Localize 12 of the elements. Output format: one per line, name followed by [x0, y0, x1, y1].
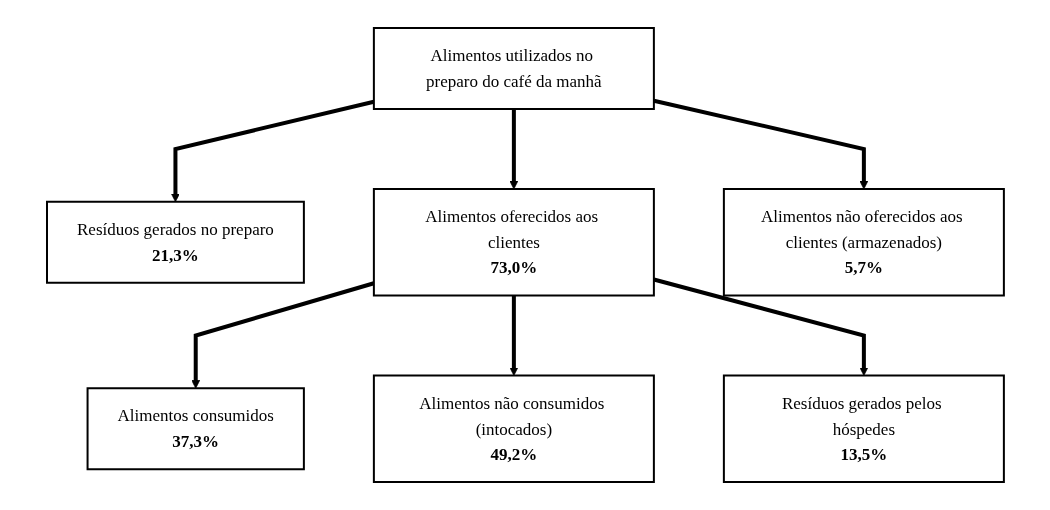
node-box: Alimentos não oferecidos aos clientes (armazenados) 5,7% — [722, 188, 1005, 297]
node-box: Resíduos gerados pelos hóspedes 13,5% — [722, 374, 1005, 483]
node-box: Alimentos consumidos 37,3% — [86, 387, 305, 471]
node-box: Alimentos utilizados no preparo do café da manhã — [372, 27, 655, 110]
node-box: Alimentos oferecidos aos clientes 73,0% — [372, 188, 655, 297]
arrow — [190, 281, 374, 389]
node-box: Resíduos gerados no preparo 21,3% — [45, 200, 305, 284]
arrow — [170, 99, 374, 203]
arrow — [509, 295, 518, 376]
arrow — [653, 98, 868, 190]
node-box: Alimentos não consumidos (intocados) 49,2% — [372, 374, 655, 483]
arrow — [509, 109, 518, 190]
